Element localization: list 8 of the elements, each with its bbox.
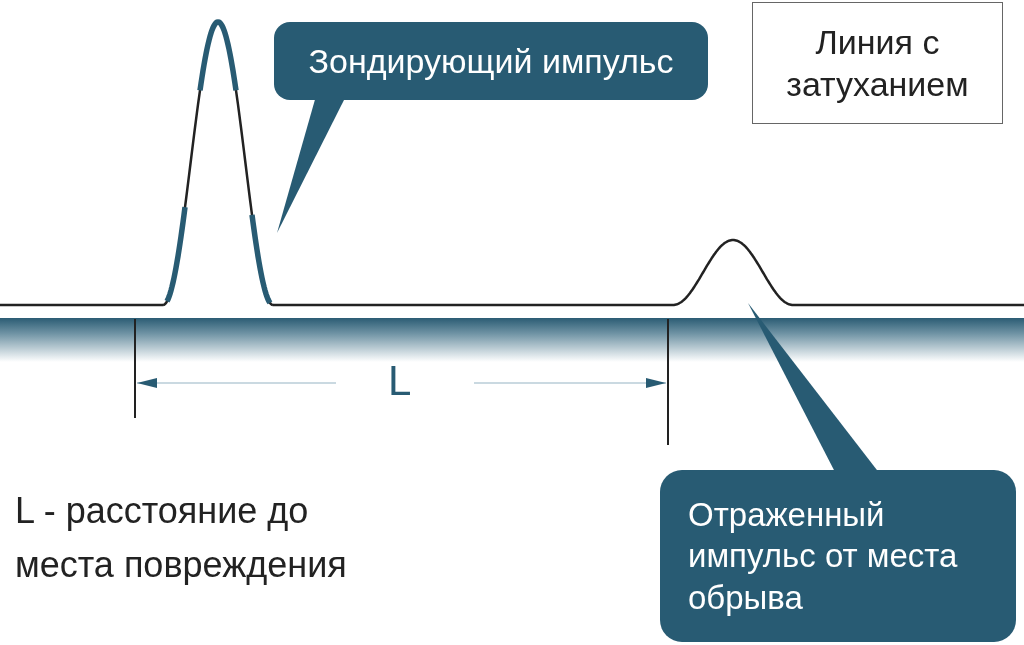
callout-text: Зондирующий импульс: [308, 40, 674, 82]
note-box: [752, 2, 1003, 124]
callout-text: Отраженный импульс от места обрыва: [688, 495, 959, 618]
note-text: L - расстояние до места повреждения: [15, 489, 348, 587]
dimension-label: L: [388, 358, 412, 405]
box-text: Линия с затуханием: [785, 21, 970, 105]
pulse-curve: [672, 238, 794, 307]
pulse-curve: [162, 19, 274, 307]
